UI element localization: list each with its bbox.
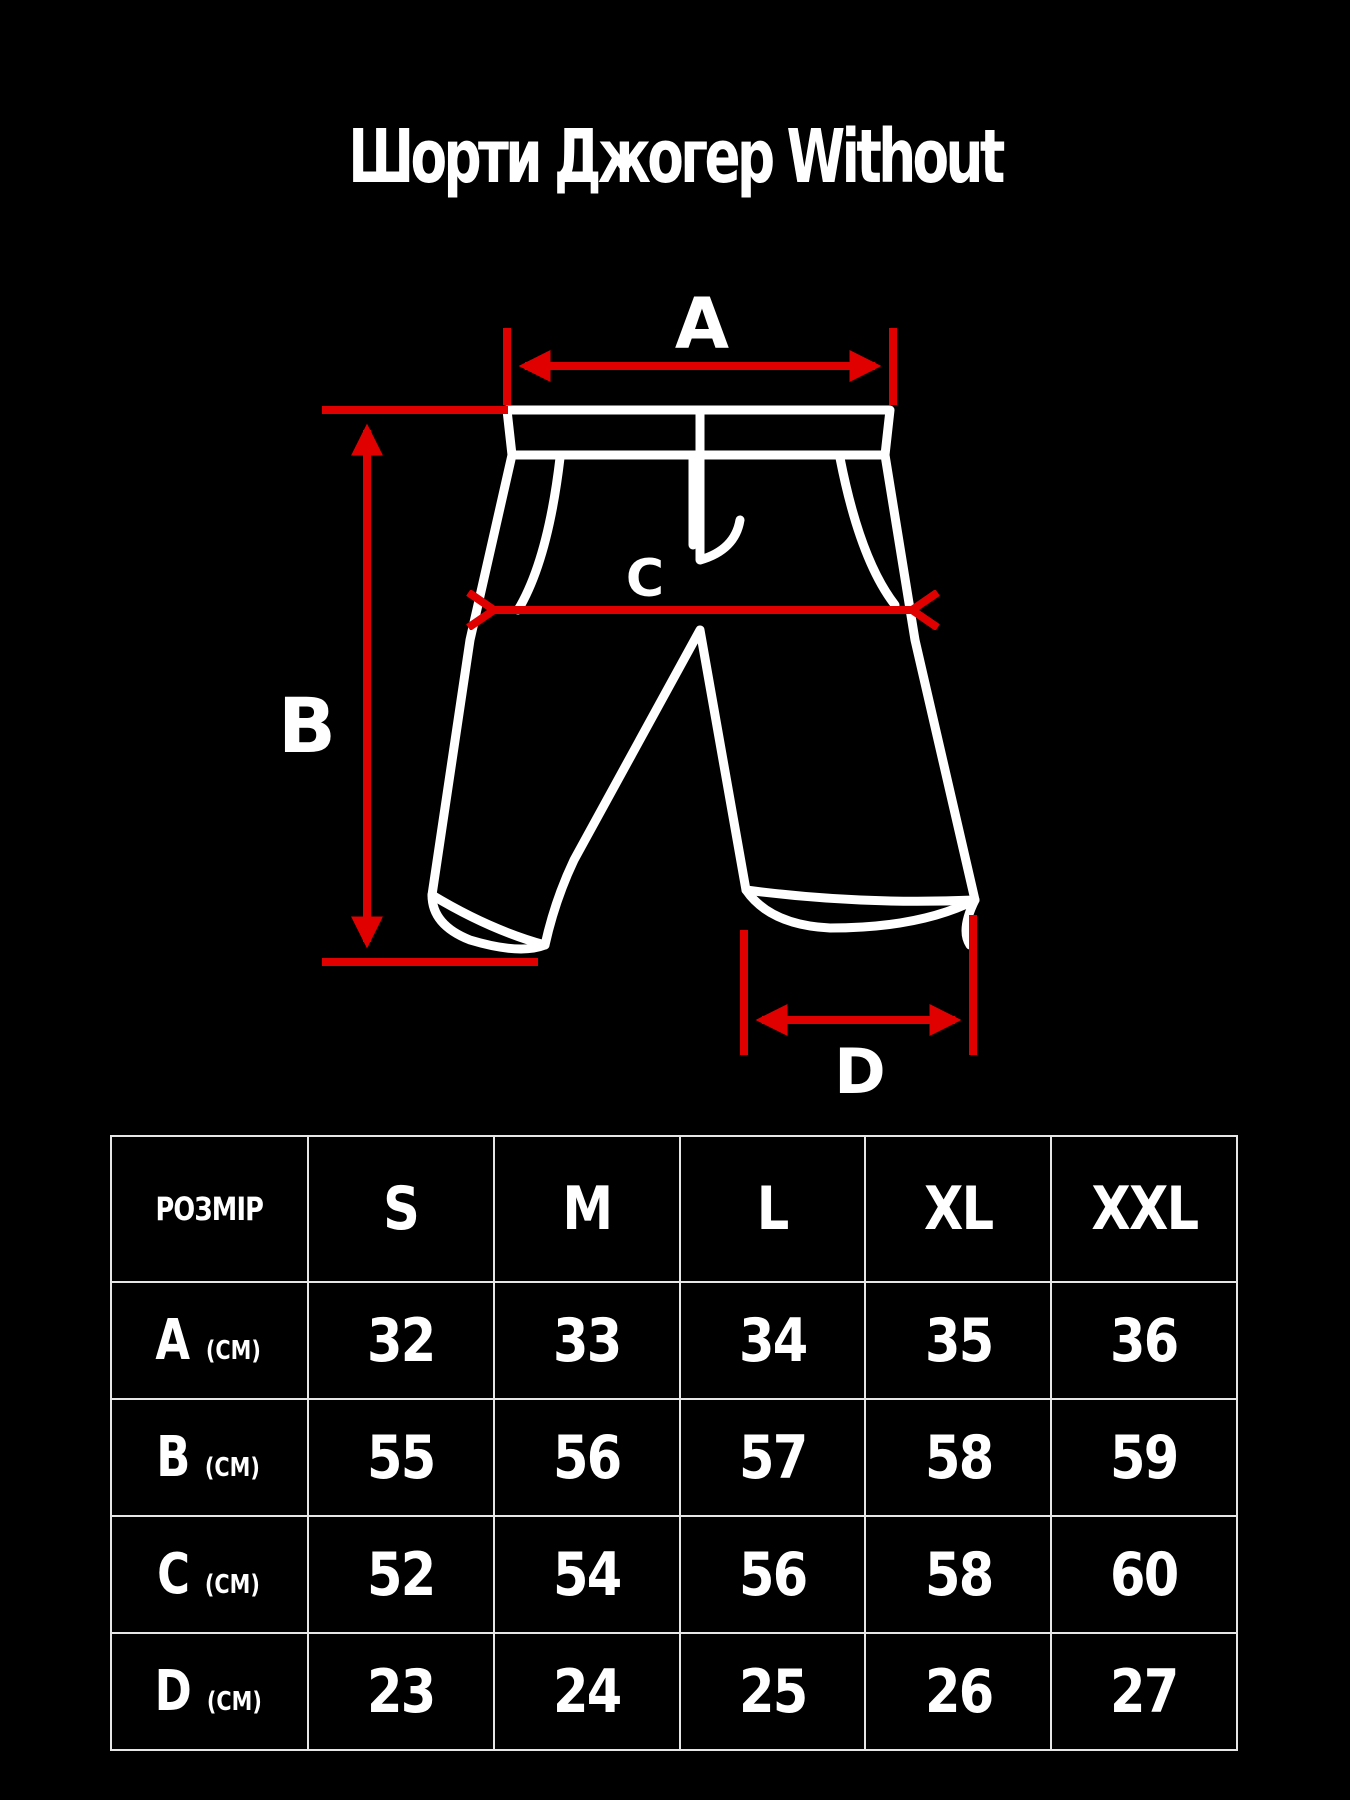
table-cell: 32 [307, 1281, 495, 1400]
header-cell-s: S [307, 1135, 495, 1283]
shorts-measurement-diagram: A B C D [278, 283, 980, 1108]
label-d: D [834, 1035, 885, 1108]
row-label-b: B(CM) [110, 1398, 309, 1517]
header-cell-l: L [678, 1135, 867, 1283]
table-cell: 27 [1050, 1632, 1238, 1751]
label-a: A [675, 283, 729, 365]
table-row-d: D(CM) 23 24 25 26 27 [110, 1632, 1238, 1751]
table-cell: 58 [864, 1398, 1053, 1517]
table-header-row: РОЗМІР S M L XL XXL [110, 1135, 1238, 1283]
label-b: B [278, 681, 336, 770]
table-cell: 23 [307, 1632, 495, 1751]
table-cell: 33 [492, 1281, 681, 1400]
table-cell: 56 [492, 1398, 681, 1517]
table-cell: 35 [864, 1281, 1053, 1400]
table-cell: 25 [678, 1632, 867, 1751]
left-hem [427, 890, 550, 950]
drawstring [695, 405, 745, 565]
label-c: C [626, 549, 664, 609]
header-cell-m: M [492, 1135, 681, 1283]
shorts-outline [427, 405, 980, 954]
header-cell-size: РОЗМІР [110, 1135, 309, 1283]
left-pocket [513, 453, 565, 615]
table-cell: 34 [678, 1281, 867, 1400]
table-cell: 55 [307, 1398, 495, 1517]
size-chart-table: РОЗМІР S M L XL XXL A(CM) 32 33 34 35 36… [110, 1135, 1238, 1751]
row-label-c: C(CM) [110, 1515, 309, 1634]
table-cell: 57 [678, 1398, 867, 1517]
table-cell: 26 [864, 1632, 1053, 1751]
right-hem [741, 885, 980, 950]
header-cell-xxl: XXL [1050, 1135, 1238, 1283]
table-cell: 36 [1050, 1281, 1238, 1400]
page-title: Шорти Джогер Without [348, 114, 1005, 200]
table-row-a: A(CM) 32 33 34 35 36 [110, 1281, 1238, 1400]
row-label-a: A(CM) [110, 1281, 309, 1400]
table-cell: 54 [492, 1515, 681, 1634]
table-cell: 60 [1050, 1515, 1238, 1634]
table-cell: 58 [864, 1515, 1053, 1634]
table-cell: 56 [678, 1515, 867, 1634]
table-cell: 59 [1050, 1398, 1238, 1517]
header-cell-xl: XL [864, 1135, 1053, 1283]
shorts-body [427, 450, 980, 954]
size-header-label: РОЗМІР [155, 1190, 264, 1228]
row-label-d: D(CM) [110, 1632, 309, 1751]
table-cell: 52 [307, 1515, 495, 1634]
measurement-arrows [322, 328, 977, 1055]
table-row-b: B(CM) 55 56 57 58 59 [110, 1398, 1238, 1517]
table-cell: 24 [492, 1632, 681, 1751]
table-row-c: C(CM) 52 54 56 58 60 [110, 1515, 1238, 1634]
